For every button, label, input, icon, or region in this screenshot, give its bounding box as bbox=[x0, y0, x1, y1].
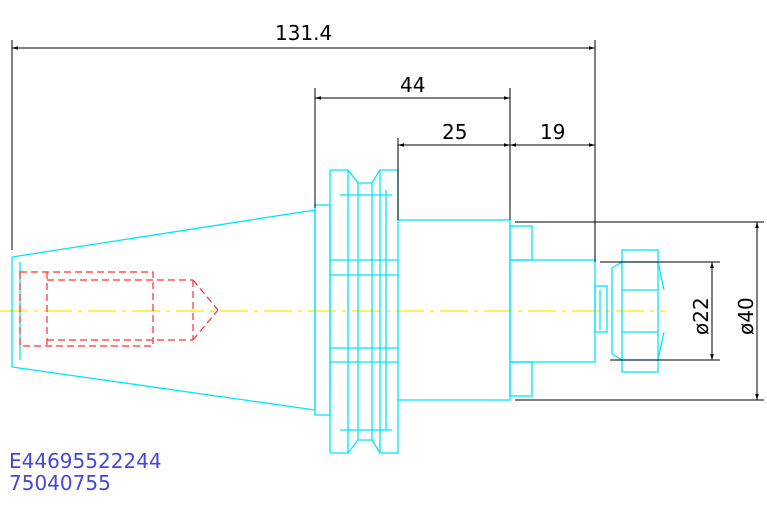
part-codes: E44695522244 75040755 bbox=[9, 450, 162, 494]
dimension-25 bbox=[397, 138, 510, 220]
dimension-25-label: 25 bbox=[442, 120, 467, 144]
dimension-44 bbox=[314, 88, 511, 220]
dimension-overall bbox=[11, 40, 596, 262]
dimension-d22-label: ø22 bbox=[689, 297, 713, 335]
part-code-line-1: E44695522244 bbox=[9, 449, 162, 473]
flange bbox=[314, 169, 399, 454]
dimension-d40-label: ø40 bbox=[734, 297, 758, 335]
dimension-overall-label: 131.4 bbox=[275, 21, 332, 45]
taper-shank bbox=[11, 209, 316, 411]
part-code-line-2: 75040755 bbox=[9, 471, 111, 495]
dimension-19-label: 19 bbox=[540, 120, 565, 144]
hidden-bore bbox=[19, 271, 219, 347]
dimension-d22 bbox=[600, 261, 720, 361]
dimension-44-label: 44 bbox=[400, 73, 425, 97]
holder-nose bbox=[509, 225, 608, 397]
holder-body bbox=[397, 219, 511, 401]
dimension-d40 bbox=[515, 221, 764, 401]
